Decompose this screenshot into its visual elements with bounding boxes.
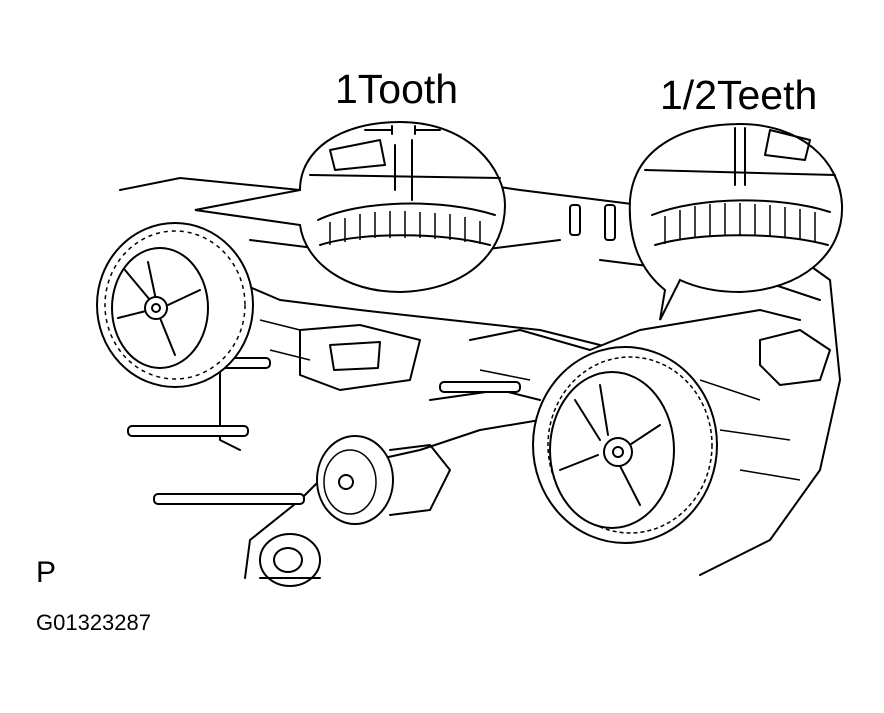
right-callout-circle	[628, 122, 844, 321]
callout-label-right: 1/2Teeth	[660, 72, 818, 118]
view-marker: P	[36, 556, 57, 589]
figure-code: G01323287	[36, 610, 151, 635]
idler-pulley	[259, 533, 321, 587]
left-camshaft-pulley	[96, 222, 254, 388]
bolts	[127, 204, 616, 505]
left-callout-circle	[194, 120, 507, 294]
callout-label-left: 1Tooth	[335, 66, 459, 112]
right-camshaft-pulley	[532, 346, 718, 544]
water-pump	[316, 435, 451, 525]
